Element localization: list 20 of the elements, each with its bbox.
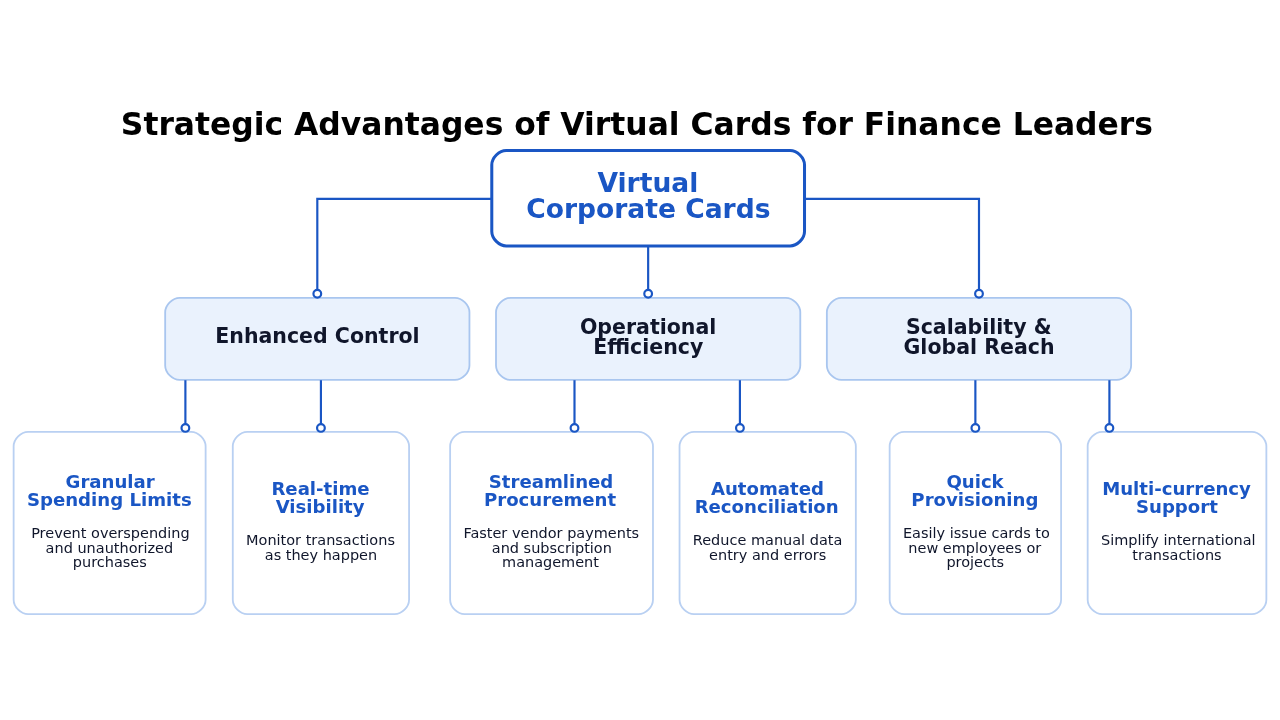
connector [1104, 380, 1115, 433]
connector [316, 380, 326, 433]
diagram-title: Strategic Advantages of Virtual Cards for Finance Leaders [120, 105, 1154, 142]
node-box: Scalability & Global Reach [825, 296, 1133, 381]
connector [970, 380, 981, 433]
connector [180, 380, 191, 433]
node-box: Real-time Visibility Monitor transactions as they happen [231, 430, 410, 616]
connector [804, 197, 984, 299]
connector [569, 380, 580, 433]
node-box: Granular Spending Limits Prevent overspending and unauthorized purchases [12, 430, 207, 616]
node-box: Streamlined Procurement Faster vendor payments and subscription management [449, 430, 654, 616]
node-box: Virtual Corporate Cards [490, 149, 807, 248]
node-box: Quick Provisioning Easily issue cards to new employees or projects [888, 430, 1062, 616]
connector [734, 380, 745, 433]
connector [643, 246, 654, 299]
node-box: Multi-currency Support Simplify international transactions [1086, 430, 1268, 616]
node-box: Automated Reconciliation Reduce manual data entry and errors [678, 430, 857, 616]
node-box: Enhanced Control [164, 296, 471, 381]
node-box: Operational Efficiency [495, 296, 802, 381]
connector [312, 197, 492, 299]
